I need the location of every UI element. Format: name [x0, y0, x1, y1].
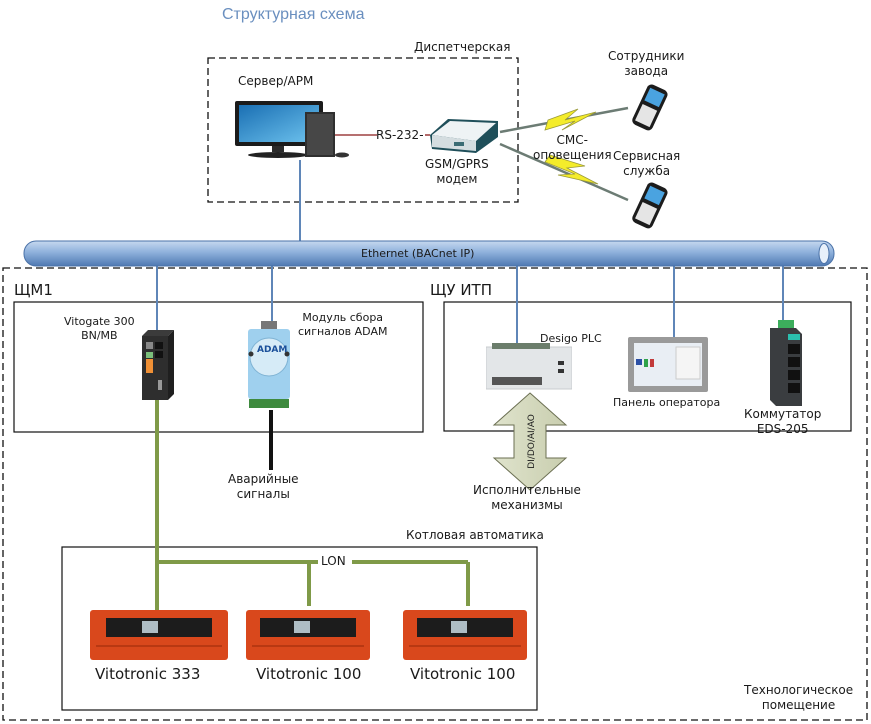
schu-itp-box: [443, 301, 852, 432]
adam-logo: ADAM: [257, 345, 288, 355]
alarms-label-line2: сигналы: [236, 487, 290, 501]
vitogate-label-line1: Vitogate 300: [64, 315, 135, 328]
phone-service-icon: [624, 180, 674, 230]
server-pc-icon: [230, 97, 355, 162]
boiler-automation-label: Котловая автоматика: [406, 528, 544, 542]
boiler-controller-icon: [403, 610, 527, 660]
actuators-label: Исполнительные механизмы: [473, 483, 581, 513]
sms-label-line2: оповещения: [533, 148, 612, 162]
switch-eds205-icon: [766, 320, 808, 408]
adam-label-line1: Модуль сбора: [302, 311, 384, 324]
actuators-label-line2: механизмы: [491, 498, 563, 512]
sms-label-line1: СМС-: [556, 133, 588, 147]
lon-bus: [155, 400, 470, 610]
tech-room-label-line2: помещение: [761, 698, 836, 712]
adam-label-line2: сигналов ADAM: [298, 325, 388, 338]
dispatch-zone: [207, 57, 519, 203]
alarms-label-line1: Аварийные: [228, 472, 299, 486]
tech-room-label: Технологическое помещение: [744, 683, 853, 713]
vitogate-icon: [138, 330, 176, 402]
server-label: Сервер/АРМ: [238, 74, 314, 88]
staff-label-line1: Сотрудники: [608, 49, 685, 63]
ethernet-label: Ethernet (BACnet IP): [361, 247, 475, 260]
vitogate-label: Vitogate 300 BN/MB: [64, 315, 135, 343]
rs232-label: RS-232-: [376, 128, 424, 142]
boiler-label: Vitotronic 100: [256, 665, 362, 683]
switch-label: Коммутатор EDS-205: [744, 407, 821, 437]
io-signals-label: DI/DO/AI/AO: [526, 414, 537, 469]
modem-label-line1: GSM/GPRS: [425, 157, 489, 171]
ethernet-drops: [156, 160, 784, 343]
adam-module-icon: ADAM: [246, 321, 292, 409]
vitogate-label-line2: BN/MB: [81, 329, 118, 342]
service-label-line2: служба: [623, 164, 671, 178]
sms-label: СМС- оповещения: [533, 133, 612, 163]
service-label-line1: Сервисная: [613, 149, 681, 163]
switch-label-line2: EDS-205: [756, 422, 809, 436]
staff-label: Сотрудники завода: [608, 49, 684, 79]
tech-room-label-line1: Технологическое: [744, 683, 854, 697]
staff-label-line2: завода: [624, 64, 669, 78]
boiler-controller-icon: [90, 610, 228, 660]
switch-label-line1: Коммутатор: [744, 407, 822, 421]
alarms-label: Аварийные сигналы: [228, 472, 299, 502]
adam-label: Модуль сбора сигналов ADAM: [298, 311, 387, 339]
io-arrow: [492, 392, 568, 491]
boiler-controller-icon: [246, 610, 370, 660]
diagram-title: Структурная схема: [222, 6, 365, 23]
desigo-label: Desigo PLC: [540, 332, 602, 345]
gsm-modem-icon: [428, 115, 500, 155]
boiler-label: Vitotronic 333: [95, 665, 201, 683]
schu-itp-label: ЩУ ИТП: [430, 281, 492, 299]
modem-label: GSM/GPRS модем: [425, 157, 489, 187]
desigo-plc-icon: [486, 343, 572, 391]
operator-panel-icon: [628, 337, 708, 392]
modem-label-line2: модем: [436, 172, 478, 186]
schm1-label: ЩМ1: [14, 281, 53, 299]
tech-room-zone: [2, 267, 868, 721]
schm1-box: [13, 301, 424, 433]
phone-staff-icon: [624, 82, 674, 132]
ethernet-bus: [23, 240, 835, 267]
service-label: Сервисная служба: [613, 149, 680, 179]
boiler-automation-box: [61, 546, 538, 711]
sms-links: [499, 106, 629, 202]
actuators-label-line1: Исполнительные: [473, 483, 581, 497]
boiler-label: Vitotronic 100: [410, 665, 516, 683]
lon-label: LON: [321, 554, 346, 568]
panel-label: Панель оператора: [613, 396, 721, 409]
dispatch-zone-label: Диспетчерская: [414, 40, 511, 54]
